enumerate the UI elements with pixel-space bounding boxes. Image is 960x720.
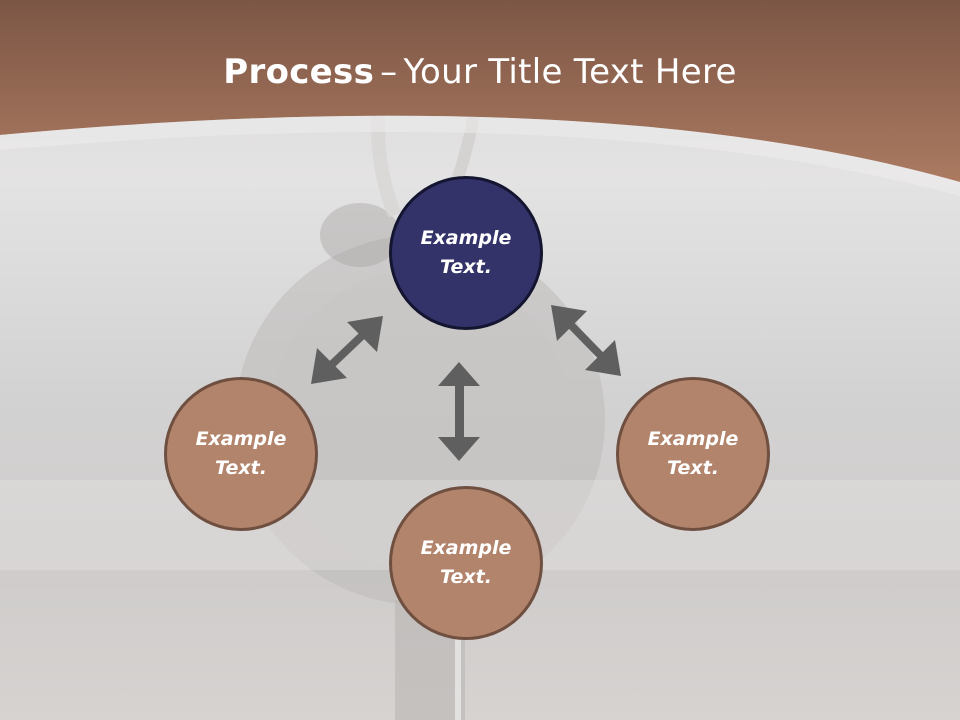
node-right-label: Example Text. <box>647 428 739 479</box>
node-top: Example Text. <box>389 176 543 330</box>
title-dash: – <box>380 52 398 92</box>
arrow-top-right <box>551 305 621 376</box>
arrow-vertical <box>438 362 480 461</box>
title-rest: Your Title Text Here <box>403 52 737 92</box>
slide-title: Process–Your Title Text Here <box>0 52 960 92</box>
title-bold: Process <box>223 52 375 92</box>
node-left-label: Example Text. <box>195 428 287 479</box>
node-bottom: Example Text. <box>389 486 543 640</box>
header-band <box>0 0 960 196</box>
node-right: Example Text. <box>616 377 770 531</box>
node-left: Example Text. <box>164 377 318 531</box>
arrow-top-left <box>311 316 383 384</box>
node-top-label: Example Text. <box>420 227 512 278</box>
node-bottom-label: Example Text. <box>420 537 512 588</box>
